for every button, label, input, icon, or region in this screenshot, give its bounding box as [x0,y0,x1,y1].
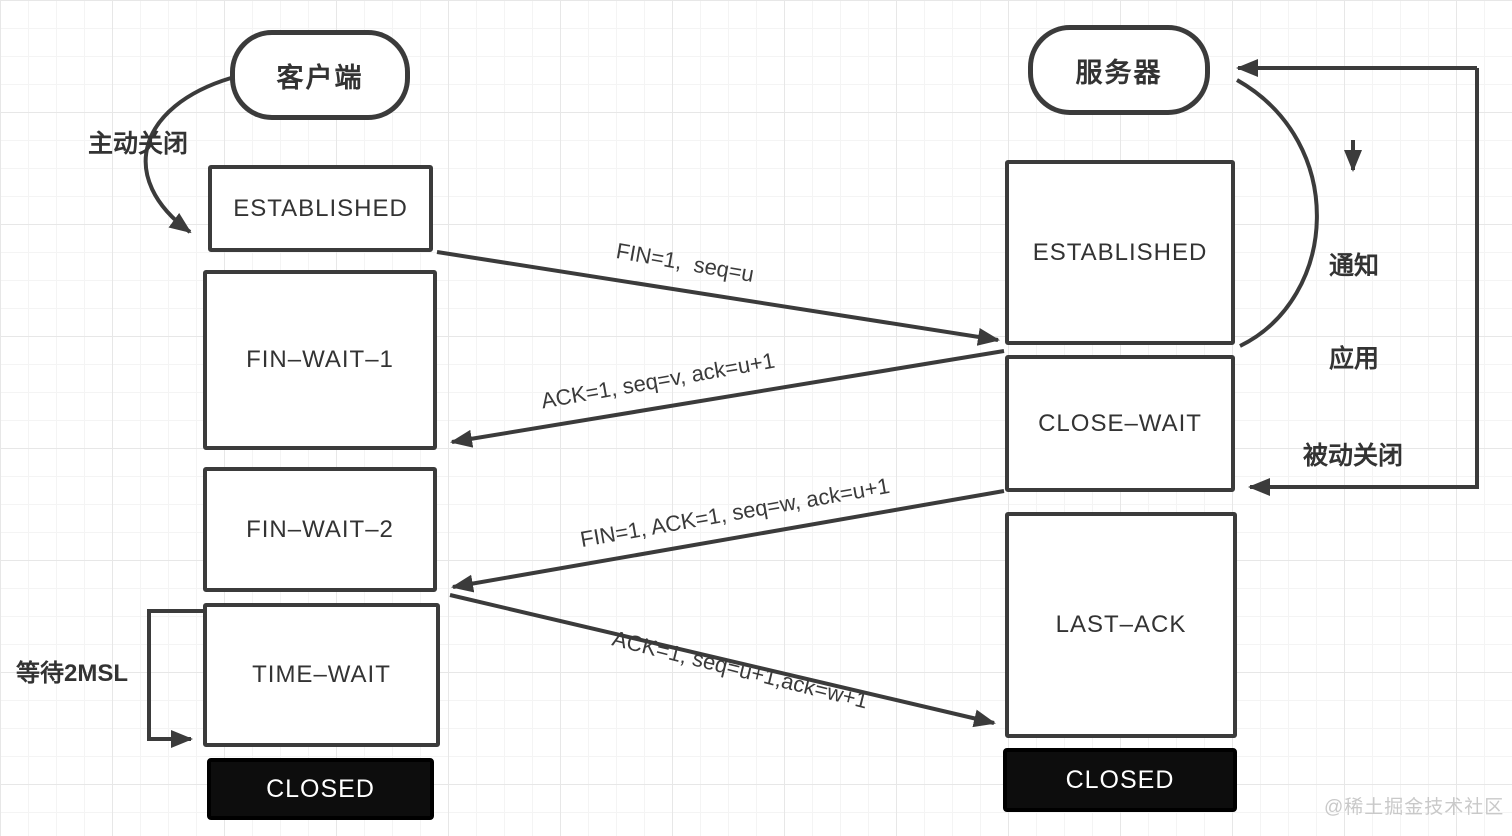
passive-close-arrow [1248,68,1479,496]
last-ack-arrow [449,593,996,728]
time-wait-loop-arrow [147,609,203,748]
state-time-wait: TIME–WAIT [203,603,440,747]
notify-app-line1: 通知 [1328,251,1379,280]
state-label: FIN–WAIT–1 [246,346,394,373]
active-close-arrow [143,76,232,234]
state-label: LAST–ACK [1055,611,1187,638]
notify-app-curve [1236,78,1319,348]
state-fin-wait-2: FIN–WAIT–2 [203,467,437,592]
state-label: ESTABLISHED [1032,238,1208,266]
state-close-wait: CLOSE–WAIT [1005,355,1235,492]
server-node-label: 服务器 [1075,57,1163,88]
fin-ack-arrow [451,489,1005,593]
state-established-client: ESTABLISHED [208,165,433,252]
passive-close-label: 被动关闭 [1303,442,1404,470]
state-established-server: ESTABLISHED [1005,160,1235,345]
state-label: CLOSED [266,774,375,803]
notify-app-label: 通知 应用 [1326,188,1382,438]
state-label: CLOSED [1065,765,1175,794]
client-node: 客户端 [230,30,410,120]
state-label: TIME–WAIT [252,661,391,688]
server-node: 服务器 [1028,25,1210,115]
watermark: @稀土掘金技术社区 [1324,797,1505,818]
wait-2msl-label: 等待2MSL [16,660,129,687]
notify-app-line2: 应用 [1328,345,1379,374]
state-fin-wait-1: FIN–WAIT–1 [203,270,437,450]
state-label: FIN–WAIT–2 [246,515,394,543]
ack-arrow [450,349,1005,448]
state-closed-client: CLOSED [207,758,434,820]
client-node-label: 客户端 [276,62,364,93]
state-last-ack: LAST–ACK [1005,512,1237,738]
active-close-label: 主动关闭 [88,130,189,158]
state-closed-server: CLOSED [1003,748,1237,812]
state-label: CLOSE–WAIT [1038,409,1202,437]
state-label: ESTABLISHED [233,194,408,222]
fin-arrow [436,250,1000,346]
